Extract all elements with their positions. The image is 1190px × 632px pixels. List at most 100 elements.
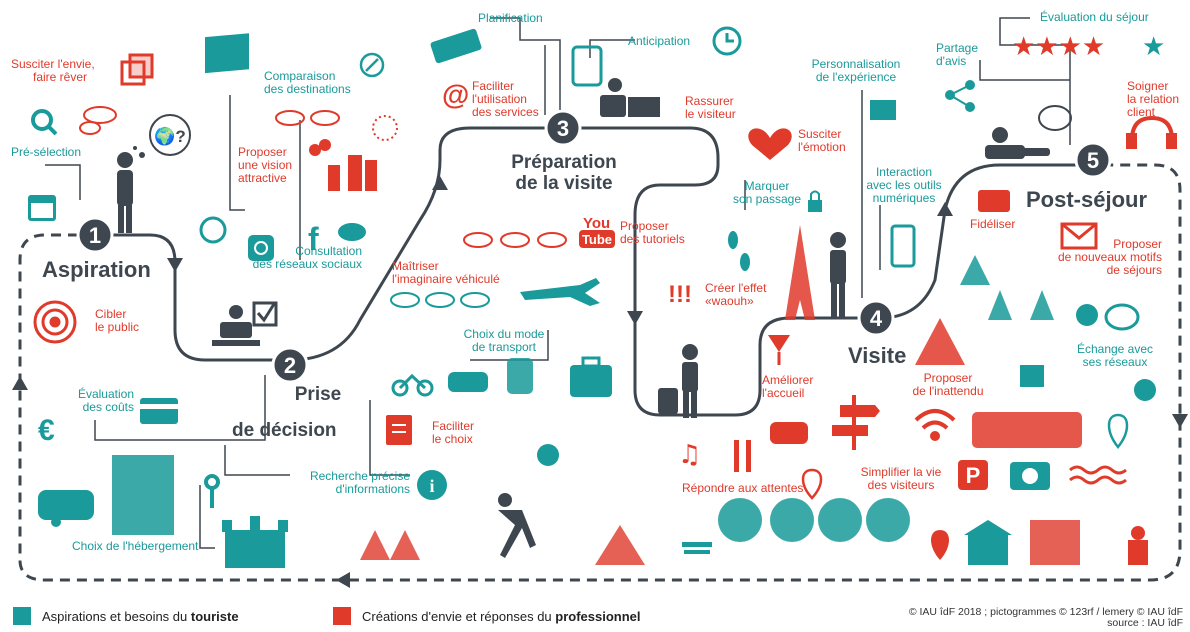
fir-trees-icon <box>960 255 1054 320</box>
train-icon <box>507 358 533 394</box>
svg-text:You: You <box>583 215 610 232</box>
svg-text:P: P <box>966 463 981 488</box>
bench-icon <box>682 542 712 554</box>
svg-text:f: f <box>308 221 319 257</box>
twitter-icon <box>338 223 366 241</box>
tablet-icon <box>571 45 603 87</box>
stars-icon: ★★★★★ <box>1012 32 1165 62</box>
svg-text:@: @ <box>442 79 469 110</box>
calendar-icon <box>28 195 56 221</box>
smiley-icon <box>1076 304 1098 326</box>
heart-icon <box>748 128 792 160</box>
euro-icon: € <box>38 414 55 447</box>
at-sign-icon: @ <box>442 79 469 110</box>
like-bubble-icon <box>1038 105 1072 131</box>
headset-icon <box>1126 115 1177 149</box>
svg-text:★★★★: ★★★★ <box>1012 32 1105 62</box>
chat-bubbles-icon <box>1104 303 1140 331</box>
photographer-icon <box>830 232 846 318</box>
envelope-icon <box>1060 222 1098 250</box>
instagram-icon <box>248 235 274 261</box>
wifi-icon <box>914 409 956 441</box>
book-icon <box>430 28 482 64</box>
label-anticipation: Anticipation <box>628 34 691 48</box>
svg-text:4: 4 <box>870 306 883 331</box>
stage-badge-4: 4 <box>857 299 895 337</box>
stage-title-decision: de décision <box>232 420 337 441</box>
stage-title-post-sejour: Post-séjour <box>1026 187 1148 212</box>
legend-swatch-touriste <box>13 607 31 625</box>
tent-icon <box>915 318 965 365</box>
svg-text:€: € <box>38 414 55 447</box>
svg-text:5: 5 <box>1087 148 1099 173</box>
suitcase-icon <box>570 356 612 397</box>
trees-icon-2 <box>718 498 910 542</box>
label-susciter-envie: Susciter l'envie,faire rêver <box>11 57 95 84</box>
svg-text:🌍?: 🌍? <box>154 126 186 146</box>
cake-icon <box>870 100 896 120</box>
music-note-icon: ♫ <box>678 440 701 470</box>
svg-text:Tube: Tube <box>582 232 612 247</box>
location-pin-icon-3 <box>931 530 949 560</box>
footprints-icon <box>728 231 750 271</box>
sad-face-icon <box>1134 379 1156 401</box>
path-arrow-2 <box>432 176 448 190</box>
path-arrow-3 <box>627 311 643 325</box>
facebook-icon: f <box>308 221 319 257</box>
compass-icon <box>359 52 385 78</box>
svg-text:★: ★ <box>1142 32 1165 62</box>
target-icon <box>33 300 77 344</box>
stage-badge-2: 2 <box>271 346 309 384</box>
laptop-person-icon <box>212 305 260 346</box>
magnifier-icon <box>31 109 58 136</box>
parking-icon: P <box>958 460 988 490</box>
castle-icon <box>222 516 288 568</box>
smartphone-icon <box>890 224 916 268</box>
traveler-suitcase-icon <box>658 344 698 418</box>
stacked-frames-icon <box>120 53 154 86</box>
clouds-icon-2 <box>275 110 340 126</box>
location-pin-icon <box>801 468 823 500</box>
svg-text:♫: ♫ <box>678 440 701 470</box>
building-icon <box>112 455 174 535</box>
caravan-icon <box>38 490 94 527</box>
sun-icon <box>537 444 559 466</box>
balloons-family-icon <box>309 139 377 191</box>
stage-badge-3: 3 <box>544 109 582 147</box>
bus-icon <box>972 412 1082 448</box>
loop-arrow-down <box>1172 414 1188 428</box>
thought-bubble-icon: 🌍? <box>133 114 191 158</box>
label-effet-waouh: Créer l'effet«waouh» <box>705 281 767 308</box>
label-evaluation-sejour: Évaluation du séjour <box>1040 10 1149 24</box>
clouds-icon <box>79 106 117 135</box>
legend-swatch-professionnel <box>333 607 351 625</box>
path-arrow-1 <box>167 258 183 272</box>
fireworks-icon <box>372 115 398 141</box>
svg-text:2: 2 <box>284 353 296 378</box>
share-icon <box>945 80 975 112</box>
loop-arrow-left <box>336 572 350 588</box>
stage-badge-5: 5 <box>1074 141 1112 179</box>
gift-icon <box>1020 365 1044 387</box>
label-choix-hebergement: Choix de l'hébergement <box>72 539 199 553</box>
key-icon <box>204 474 220 508</box>
path-arrow-4 <box>937 202 953 216</box>
gate-icon <box>1030 520 1080 565</box>
svg-text:!!!: !!! <box>668 281 692 308</box>
label-pre-selection: Pré-sélection <box>11 145 82 159</box>
bicycle-icon <box>391 373 434 397</box>
mountains-icon <box>595 525 645 565</box>
label-connectors <box>45 17 1071 549</box>
